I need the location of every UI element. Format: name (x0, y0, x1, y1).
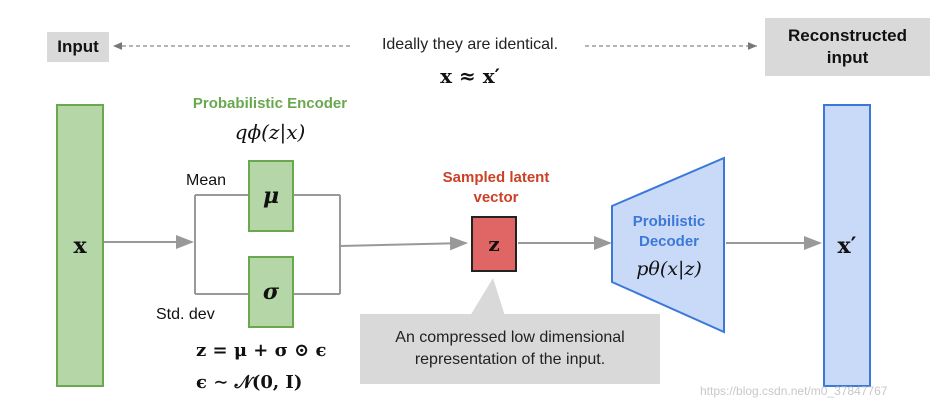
std-box: σ (248, 256, 294, 328)
input-label: Input (47, 32, 109, 62)
callout-box: An compressed low dimensional representa… (360, 314, 660, 384)
z-symbol: z (488, 232, 500, 256)
sigma-symbol: σ (262, 279, 280, 305)
decoder-shape (611, 156, 725, 334)
input-x-bar: x (56, 104, 104, 387)
decoder-title: Probilistic Decoder (632, 213, 706, 250)
reparam-equation: z = μ + σ ⊙ ϵ (196, 340, 327, 361)
output-x-prime-symbol: x′ (837, 232, 857, 259)
encoder-formula: qϕ(z|x) (234, 120, 306, 144)
identical-note: Ideally they are identical. (381, 36, 559, 53)
latent-title: Sampled latent vector (442, 169, 550, 206)
reconstructed-input-label: Reconstructed input (765, 18, 930, 76)
output-x-prime-bar: x′ (823, 104, 871, 387)
arrow-encoder-to-z (339, 236, 468, 251)
encoder-title: Probabilistic Encoder (192, 95, 348, 112)
epsilon-distribution: ϵ ∼ 𝒩(0, I) (196, 372, 303, 393)
mu-symbol: μ (262, 183, 280, 209)
identical-formula: x ≈ x′ (440, 64, 500, 88)
watermark: https://blog.csdn.net/m0_37847767 (700, 384, 888, 398)
std-dev-label: Std. dev (156, 306, 215, 323)
decoder-formula: pθ(x|z) (636, 258, 702, 280)
latent-z-box: z (471, 216, 517, 272)
mean-label: Mean (186, 172, 227, 189)
mean-box: μ (248, 160, 294, 232)
callout-pointer (470, 278, 505, 316)
input-x-symbol: x (73, 232, 87, 259)
